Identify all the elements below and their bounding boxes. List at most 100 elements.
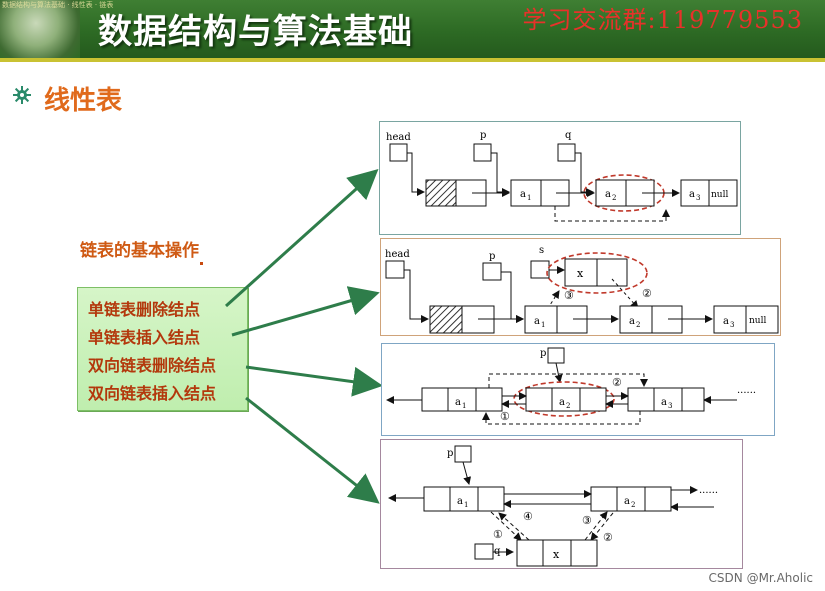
banner-photo (0, 0, 80, 58)
arrow-to-panel4 (245, 396, 380, 504)
operations-heading: 链表的基本操作 (80, 241, 199, 261)
svg-text:p: p (540, 348, 546, 359)
head-pointer-box (389, 143, 408, 162)
q-pointer-box (557, 143, 576, 162)
arrow-to-panel2 (231, 286, 380, 337)
node-a2 (616, 486, 646, 512)
section-title: 线性表 (44, 86, 123, 116)
title-banner: 数据结构与算法基础 · 线性表 · 链表 数据结构与算法基础 学习交流群:119… (0, 0, 825, 58)
bypass-link (554, 206, 670, 222)
p-label: p (480, 130, 486, 141)
banner-tiny-text: 数据结构与算法基础 · 线性表 · 链表 (2, 1, 114, 9)
node-a2-data (619, 305, 653, 334)
svg-text:a: a (689, 189, 695, 200)
arrow-to-panel3 (245, 365, 383, 397)
svg-text:x: x (577, 267, 584, 280)
svg-text:a: a (661, 397, 667, 408)
node-x-data (564, 258, 598, 287)
svg-text:②: ② (603, 531, 613, 544)
head-node-data (429, 305, 463, 334)
node-a1-data (524, 305, 558, 334)
svg-text:3: 3 (730, 321, 734, 329)
new-node-highlight (546, 252, 648, 294)
svg-text:null: null (711, 190, 728, 200)
svg-text:a: a (629, 316, 635, 327)
svg-text:3: 3 (696, 194, 700, 202)
svg-text:①: ① (493, 528, 503, 541)
svg-text:1: 1 (541, 321, 545, 329)
op-singly-delete: 单链表删除结点 (88, 300, 201, 319)
svg-text:2: 2 (631, 501, 635, 509)
node-a3-next (708, 179, 738, 207)
forward-bypass (488, 373, 648, 388)
svg-text:③: ③ (582, 514, 592, 527)
head-pointer-box (385, 260, 405, 279)
svg-text:head: head (385, 249, 410, 260)
operations-list: 单链表删除结点 单链表插入结点 双向链表删除结点 双向链表插入结点 (77, 287, 248, 411)
diagram-doubly-insert: p ······ a1 a2 q x ④ ① ③ ② (380, 439, 743, 569)
op-singly-insert: 单链表插入结点 (88, 328, 201, 347)
svg-text:x: x (553, 548, 560, 561)
node-a1-data (510, 179, 542, 207)
slide-title: 数据结构与算法基础 (98, 12, 413, 52)
q-label: q (565, 130, 572, 141)
q-pointer-box (474, 543, 494, 560)
svg-text:null: null (749, 316, 766, 326)
gear-bullet-icon (13, 86, 31, 104)
op-doubly-insert: 双向链表插入结点 (88, 384, 217, 403)
node-a2-data (595, 179, 627, 207)
svg-text:2: 2 (636, 321, 640, 329)
op-doubly-delete: 双向链表删除结点 (88, 356, 217, 375)
node-x (542, 539, 572, 567)
node-a3-next (745, 305, 779, 334)
p-pointer-box (473, 143, 492, 162)
doubly-insert-svg: p ······ a1 a2 q x ④ ① ③ ② (388, 445, 718, 567)
svg-text:2: 2 (612, 194, 616, 202)
svg-text:a: a (520, 189, 526, 200)
banner-divider (0, 58, 825, 62)
head-label: head (386, 132, 411, 143)
svg-text:s: s (539, 245, 544, 256)
svg-text:a: a (624, 496, 630, 507)
svg-text:······: ······ (699, 488, 718, 499)
svg-text:······: ······ (737, 388, 756, 399)
svg-text:a: a (605, 189, 611, 200)
svg-text:p: p (447, 448, 453, 459)
p-pointer-box (454, 445, 472, 463)
p-pointer-box (547, 347, 565, 364)
svg-text:1: 1 (464, 501, 468, 509)
svg-text:3: 3 (668, 402, 672, 410)
svg-text:②: ② (612, 376, 622, 389)
contact-info: 学习交流群:119779553 (522, 6, 803, 34)
svg-text:a: a (723, 316, 729, 327)
svg-text:①: ① (500, 410, 510, 423)
head-node-data (425, 179, 457, 207)
svg-text:②: ② (642, 287, 652, 300)
deleted-node-highlight (513, 381, 615, 417)
svg-text:a: a (457, 496, 463, 507)
p-pointer-box (482, 262, 502, 281)
svg-text:2: 2 (566, 402, 570, 410)
svg-text:a: a (559, 397, 565, 408)
bullet-dot (200, 262, 203, 265)
s-pointer-box (530, 260, 550, 279)
arrow-to-panel1 (224, 168, 379, 308)
svg-text:p: p (489, 251, 495, 262)
svg-text:1: 1 (527, 194, 531, 202)
csdn-watermark: CSDN @Mr.Aholic (708, 571, 813, 585)
node-a3-data (680, 179, 710, 207)
node-a3-data (713, 305, 747, 334)
svg-text:a: a (455, 397, 461, 408)
svg-text:③: ③ (564, 289, 574, 302)
node-x-next (596, 258, 628, 287)
svg-text:④: ④ (523, 510, 533, 523)
svg-text:a: a (534, 316, 540, 327)
svg-text:1: 1 (462, 402, 466, 410)
